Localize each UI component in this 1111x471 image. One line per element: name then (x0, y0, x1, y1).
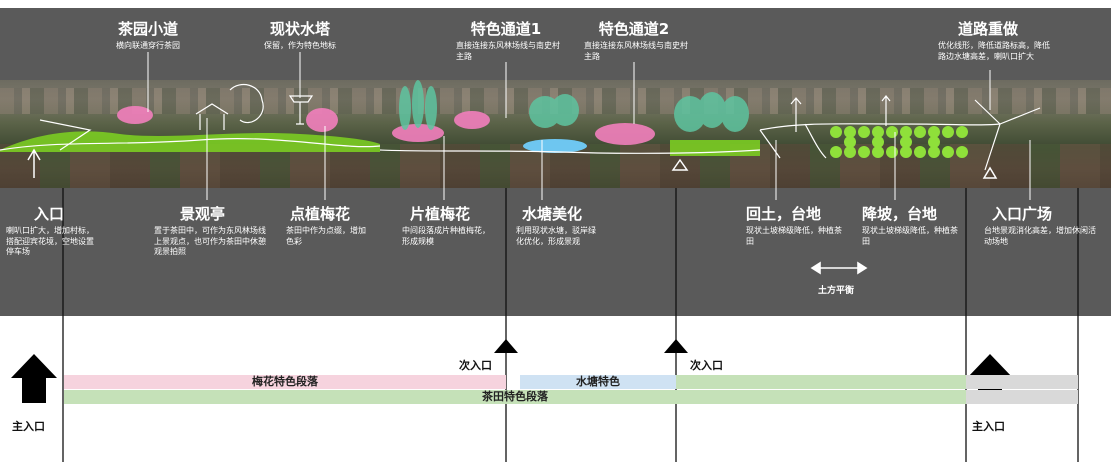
label-mass-plum-title: 片植梅花 (410, 205, 471, 223)
tea-segment-band: 茶田特色段落 (64, 390, 966, 404)
label-plaza-desc: 台地景观消化高差，增加休闲活动场地 (984, 226, 1096, 246)
label-entrance-desc: 喇叭口扩大，增加村标，搭配迎宾花境，空地设置停车场 (6, 226, 94, 256)
label-pond-title: 水塘美化 (522, 205, 583, 223)
label-pavilion-title: 景观亭 (180, 205, 226, 223)
label-pavilion-desc: 置于茶田中，可作为东风林场线上景观点，也可作为茶田中休憩观景拍照 (154, 226, 266, 256)
label-road-rebuild-title: 道路重做 (957, 20, 1018, 38)
label-mass-plum-desc: 中间段落成片种植梅花，形成规模 (402, 226, 490, 246)
tea-bushes-right (830, 126, 968, 158)
label-channel-2-desc: 直接连接东风林场线与南史村主路 (584, 41, 688, 61)
plum-segment-band: 梅花特色段落 (64, 375, 506, 389)
label-backfill-title: 回土，台地 (746, 205, 822, 223)
leader-lines (147, 52, 1031, 200)
secondary-entrance-label-2: 次入口 (690, 359, 723, 372)
label-slope-title: 降坡，台地 (862, 205, 938, 223)
label-channel-2-title: 特色通道2 (598, 20, 670, 38)
secondary-entrance-arrow-2 (664, 339, 688, 353)
earthwork-balance-label: 土方平衡 (818, 286, 855, 296)
label-pond-desc: 利用现状水塘，驳岸绿化优化，形成景观 (516, 226, 596, 246)
secondary-entrance-arrow-1 (494, 339, 518, 353)
label-entrance-title: 入口 (34, 205, 65, 223)
grey-segment-band-upper (966, 375, 1078, 389)
grey-segment-band-lower (966, 390, 1078, 404)
tea-segment-band-upper (676, 375, 966, 389)
double-arrow (810, 261, 868, 275)
label-slope-desc: 现状土坡梯级降低，种植茶田 (862, 226, 958, 246)
sketch-lines (0, 83, 1041, 171)
green-trees (399, 80, 749, 132)
section-dividers (62, 188, 1079, 462)
label-plaza-title: 入口广场 (992, 205, 1053, 223)
tea-field-mid (670, 140, 760, 156)
pond-segment-band: 水塘特色 (520, 375, 676, 389)
label-spot-plum-desc: 茶田中作为点缀，增加色彩 (286, 226, 366, 246)
label-spot-plum-title: 点植梅花 (290, 205, 351, 223)
main-entrance-label-right: 主入口 (972, 420, 1005, 433)
main-entrance-arrow-left (11, 354, 57, 403)
tea-field-left (0, 131, 380, 152)
main-entrance-label-left: 主入口 (12, 420, 45, 433)
label-channel-1-title: 特色通道1 (470, 20, 542, 38)
secondary-entrance-label-1: 次入口 (459, 359, 492, 372)
pond-water (523, 139, 587, 153)
label-water-tower-title: 现状水塔 (269, 20, 330, 38)
entrance-gate-marks (27, 148, 998, 179)
label-backfill-desc: 现状土坡梯级降低，种植茶田 (746, 226, 842, 246)
label-tea-path-title: 茶园小道 (117, 20, 178, 38)
label-tea-path-desc: 横向联通穿行茶园 (116, 41, 180, 50)
label-channel-1-desc: 直接连接东风林场线与南史村主路 (456, 41, 560, 61)
label-water-tower-desc: 保留，作为特色地标 (264, 41, 336, 50)
label-road-rebuild-desc: 优化线形，降低道路标高，降低路边水塘高差，喇叭口扩大 (938, 41, 1050, 61)
